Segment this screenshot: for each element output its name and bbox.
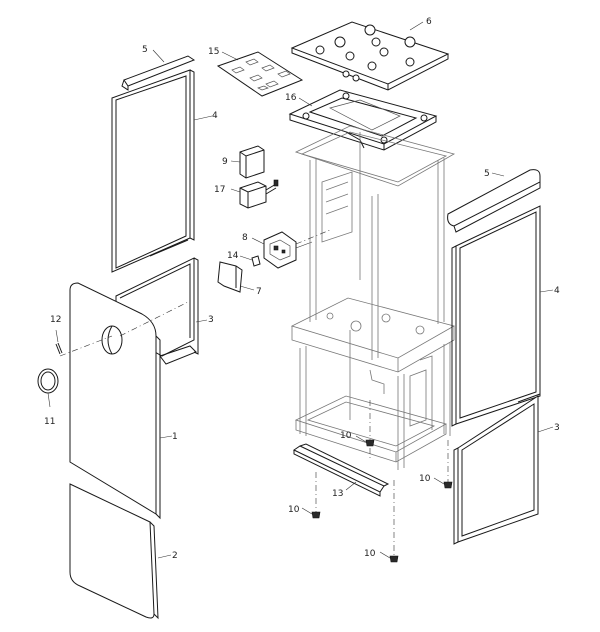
ring-gasket-part-11	[37, 368, 59, 394]
callout-12: 12	[50, 315, 61, 325]
side-panel-lower-right-part-3	[453, 395, 539, 545]
callout-5-left: 5	[142, 45, 148, 55]
small-part-14	[251, 255, 261, 267]
callout-11: 11	[44, 417, 55, 427]
front-panel-lower-part-2	[69, 483, 159, 620]
callout-8: 8	[242, 233, 248, 243]
leader-lines	[47, 21, 554, 559]
top-frame-part-16	[288, 89, 438, 151]
callout-7: 7	[256, 287, 262, 297]
callout-10-bottom: 10	[364, 549, 376, 559]
callout-5-right: 5	[484, 169, 490, 179]
top-trim-right-part-5	[447, 169, 541, 233]
cabinet-frame	[290, 125, 456, 470]
callout-3-right: 3	[554, 423, 560, 433]
base-rail-part-13	[292, 443, 390, 497]
callout-14: 14	[227, 251, 239, 261]
callout-10-left: 10	[288, 505, 300, 515]
callout-15: 15	[208, 47, 219, 57]
callout-3-left: 3	[208, 315, 214, 325]
callout-2: 2	[172, 551, 178, 561]
callout-10-center: 10	[340, 431, 352, 441]
label-plate-part-15	[216, 51, 304, 97]
feet-part-10	[311, 400, 453, 563]
callout-10-right: 10	[419, 474, 431, 484]
pin-part-12	[55, 342, 63, 355]
callout-13: 13	[332, 489, 343, 499]
callout-4-right: 4	[554, 286, 560, 296]
callout-1: 1	[172, 432, 178, 442]
top-panel-part-6	[290, 21, 450, 91]
side-panel-upper-left-part-4	[111, 69, 195, 273]
side-panel-upper-right-part-4	[451, 205, 541, 427]
module-part-17	[239, 179, 279, 209]
module-part-7	[217, 261, 243, 293]
module-part-9	[239, 145, 265, 179]
circuit-board-part-8	[263, 231, 313, 269]
callout-16: 16	[285, 93, 297, 103]
callout-labels: 5 15 6 4 16 9 17 8 14 7 3 5 4 3 1 2 12 1…	[44, 17, 560, 561]
callout-17: 17	[214, 185, 225, 195]
callout-4-left: 4	[212, 111, 218, 121]
top-trim-left-part-5	[121, 55, 196, 91]
front-door-upper-part-1	[69, 282, 161, 520]
callout-9: 9	[222, 157, 228, 167]
callout-6: 6	[426, 17, 432, 27]
